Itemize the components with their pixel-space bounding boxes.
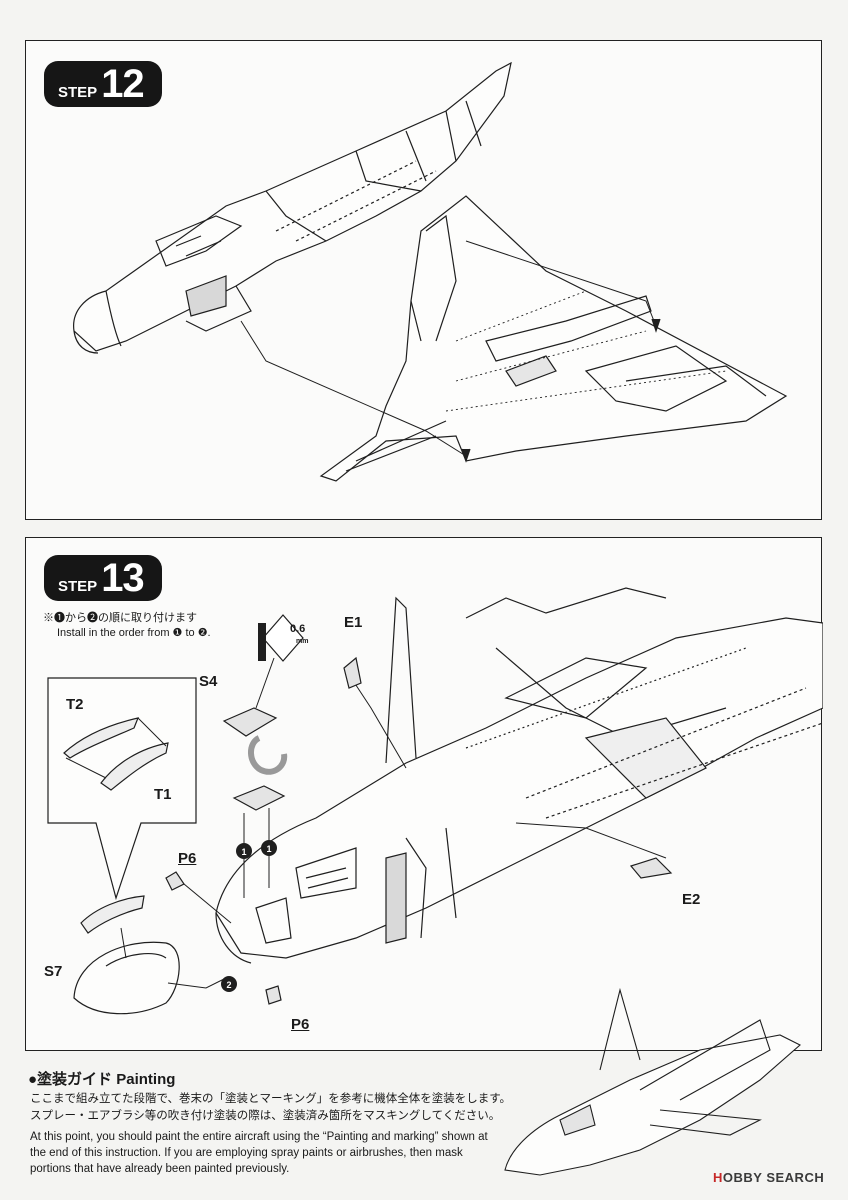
drill-bit-icon bbox=[258, 623, 266, 661]
part-p6-lower: P6 bbox=[291, 1016, 310, 1033]
painting-jp-line-1: ここまで組み立てた段階で、巻末の「塗装とマーキング」を参考に機体全体を塗装をしま… bbox=[30, 1093, 512, 1105]
part-e2: E2 bbox=[682, 891, 701, 908]
step-number: 13 bbox=[101, 556, 144, 600]
part-s4: S4 bbox=[199, 673, 218, 690]
step-12-panel: STEP 12 bbox=[25, 40, 822, 520]
painting-en-text: At this point, you should paint the enti… bbox=[30, 1131, 488, 1175]
part-e1: E1 bbox=[344, 614, 363, 631]
step-word: STEP bbox=[58, 578, 98, 595]
step-number: 12 bbox=[101, 62, 144, 106]
order-mark-first: 1 bbox=[241, 847, 246, 857]
part-t1: T1 bbox=[154, 786, 172, 803]
drill-unit: mm bbox=[296, 638, 309, 645]
part-p6-upper: P6 bbox=[178, 850, 197, 867]
part-t2: T2 bbox=[66, 696, 84, 713]
part-s7: S7 bbox=[44, 963, 63, 980]
painting-title: ●塗装ガイド Painting bbox=[28, 1071, 176, 1088]
watermark-logo: H bbox=[713, 1170, 723, 1185]
watermark-brand-mid: OBBY bbox=[722, 1170, 763, 1185]
order-marks: 1 1 2 bbox=[221, 840, 277, 992]
step-13-panel: STEP 13 bbox=[25, 537, 823, 1051]
painting-jp-line-2: スプレー・エアブラシ等の吹き付け塗装の際は、塗装済み箇所をマスキングしてください… bbox=[30, 1110, 501, 1122]
step-13-badge: STEP 13 bbox=[44, 555, 162, 601]
watermark-brand-right: SEARCH bbox=[762, 1170, 825, 1185]
step-12-badge: STEP 12 bbox=[44, 61, 162, 107]
order-mark-second: 2 bbox=[226, 980, 231, 990]
hobby-search-watermark: HOBBY SEARCH bbox=[713, 1170, 824, 1185]
install-order-note-en: Install in the order from ❶ to ❷. bbox=[57, 627, 211, 639]
order-mark-first-b: 1 bbox=[266, 844, 271, 854]
step-word: STEP bbox=[58, 84, 98, 101]
install-order-note-jp: ※❶から❷の順に取り付けます bbox=[43, 612, 197, 624]
step-12-illustration bbox=[73, 61, 788, 482]
drill-size: 0.6 bbox=[290, 623, 306, 635]
step-13-illustration: 1 1 2 bbox=[47, 587, 823, 1015]
